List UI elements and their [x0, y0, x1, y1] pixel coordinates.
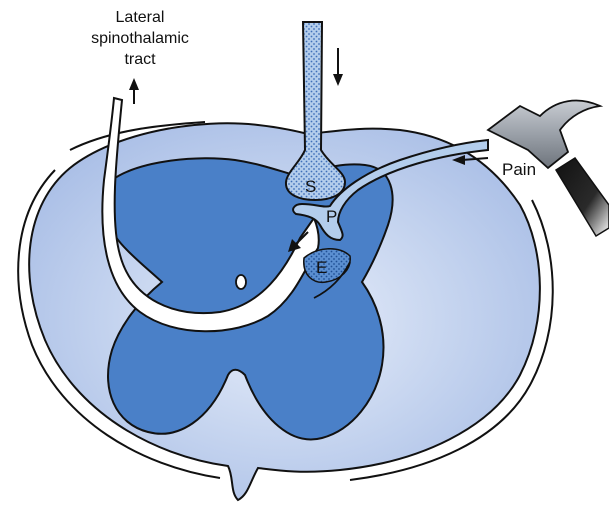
- pain-label: Pain: [502, 160, 536, 179]
- descending-arrowhead: [333, 74, 343, 86]
- label-e: E: [316, 258, 327, 277]
- central-canal: [236, 275, 246, 289]
- hammer-head: [488, 101, 600, 168]
- label-s: S: [305, 177, 316, 196]
- tract-arrowhead: [129, 78, 139, 90]
- label-p: P: [326, 207, 337, 226]
- hammer-handle: [556, 158, 609, 236]
- tract-label-line2: spinothalamic: [91, 30, 189, 47]
- tract-label-line1: Lateral: [116, 9, 165, 26]
- descending-fiber: [286, 22, 345, 200]
- tract-label-line3: tract: [124, 51, 156, 68]
